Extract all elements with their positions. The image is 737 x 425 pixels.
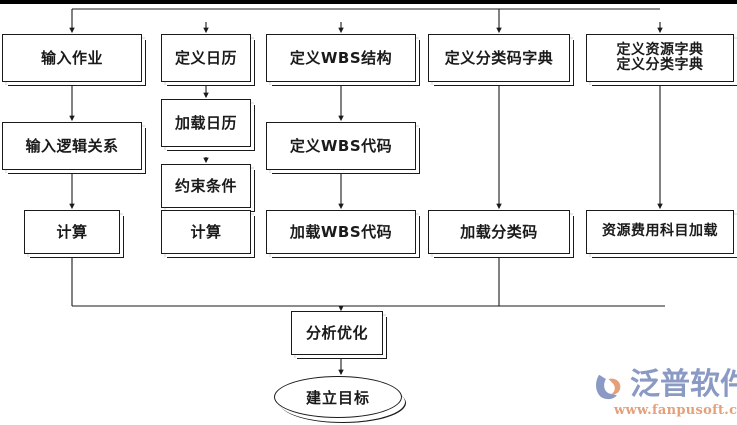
node-label-line1: 定义资源字典 (616, 42, 704, 59)
node-label: 约束条件 (174, 176, 237, 195)
node-label: 输入作业 (40, 48, 103, 67)
node-label: 加载日历 (174, 113, 237, 132)
node-label: 定义分类码字典 (444, 48, 554, 67)
node-constraint-condition[interactable]: 约束条件 (161, 164, 251, 208)
node-label: 计算 (190, 222, 222, 241)
node-input-activity[interactable]: 输入作业 (2, 34, 142, 82)
node-load-wbs-code[interactable]: 加载WBS代码 (266, 210, 416, 254)
node-define-wbs-structure[interactable]: 定义WBS结构 (266, 34, 416, 82)
brand-row: 泛普软件 (594, 368, 737, 402)
node-load-classification-code[interactable]: 加载分类码 (428, 210, 570, 254)
node-label: 输入逻辑关系 (25, 136, 119, 155)
node-label: 定义日历 (174, 48, 237, 67)
node-calculate-1[interactable]: 计算 (24, 210, 120, 254)
node-define-resource-dictionary[interactable]: 定义资源字典 定义分类字典 (586, 34, 734, 82)
node-resource-cost-account-load[interactable]: 资源费用科目加载 (586, 210, 734, 254)
brand-url: www.fanpusoft.com (614, 403, 737, 418)
node-analysis-optimization[interactable]: 分析优化 (291, 311, 383, 355)
node-calculate-2[interactable]: 计算 (161, 210, 251, 254)
node-label: 资源费用科目加载 (602, 223, 718, 240)
node-label-line2: 定义分类字典 (616, 57, 704, 73)
node-label: 建立目标 (305, 388, 370, 407)
brand-name: 泛普软件 (630, 367, 737, 402)
node-define-code-dictionary[interactable]: 定义分类码字典 (428, 34, 570, 82)
brand-watermark: 泛普软件 www.fanpusoft.com (594, 368, 737, 418)
node-label: 加载WBS代码 (289, 222, 393, 241)
node-define-calendar[interactable]: 定义日历 (161, 34, 251, 82)
node-label: 加载分类码 (460, 222, 538, 241)
fanpu-logo-icon (596, 374, 621, 400)
node-establish-goal[interactable]: 建立目标 (274, 376, 402, 418)
top-black-bar (0, 0, 737, 4)
node-label: 定义WBS结构 (289, 48, 393, 67)
node-label: 分析优化 (305, 323, 368, 342)
node-input-logic-relation[interactable]: 输入逻辑关系 (2, 122, 142, 170)
node-label: 定义WBS代码 (289, 136, 393, 155)
node-label: 计算 (56, 222, 88, 241)
node-load-calendar[interactable]: 加载日历 (161, 99, 251, 147)
node-define-wbs-code[interactable]: 定义WBS代码 (266, 122, 416, 170)
